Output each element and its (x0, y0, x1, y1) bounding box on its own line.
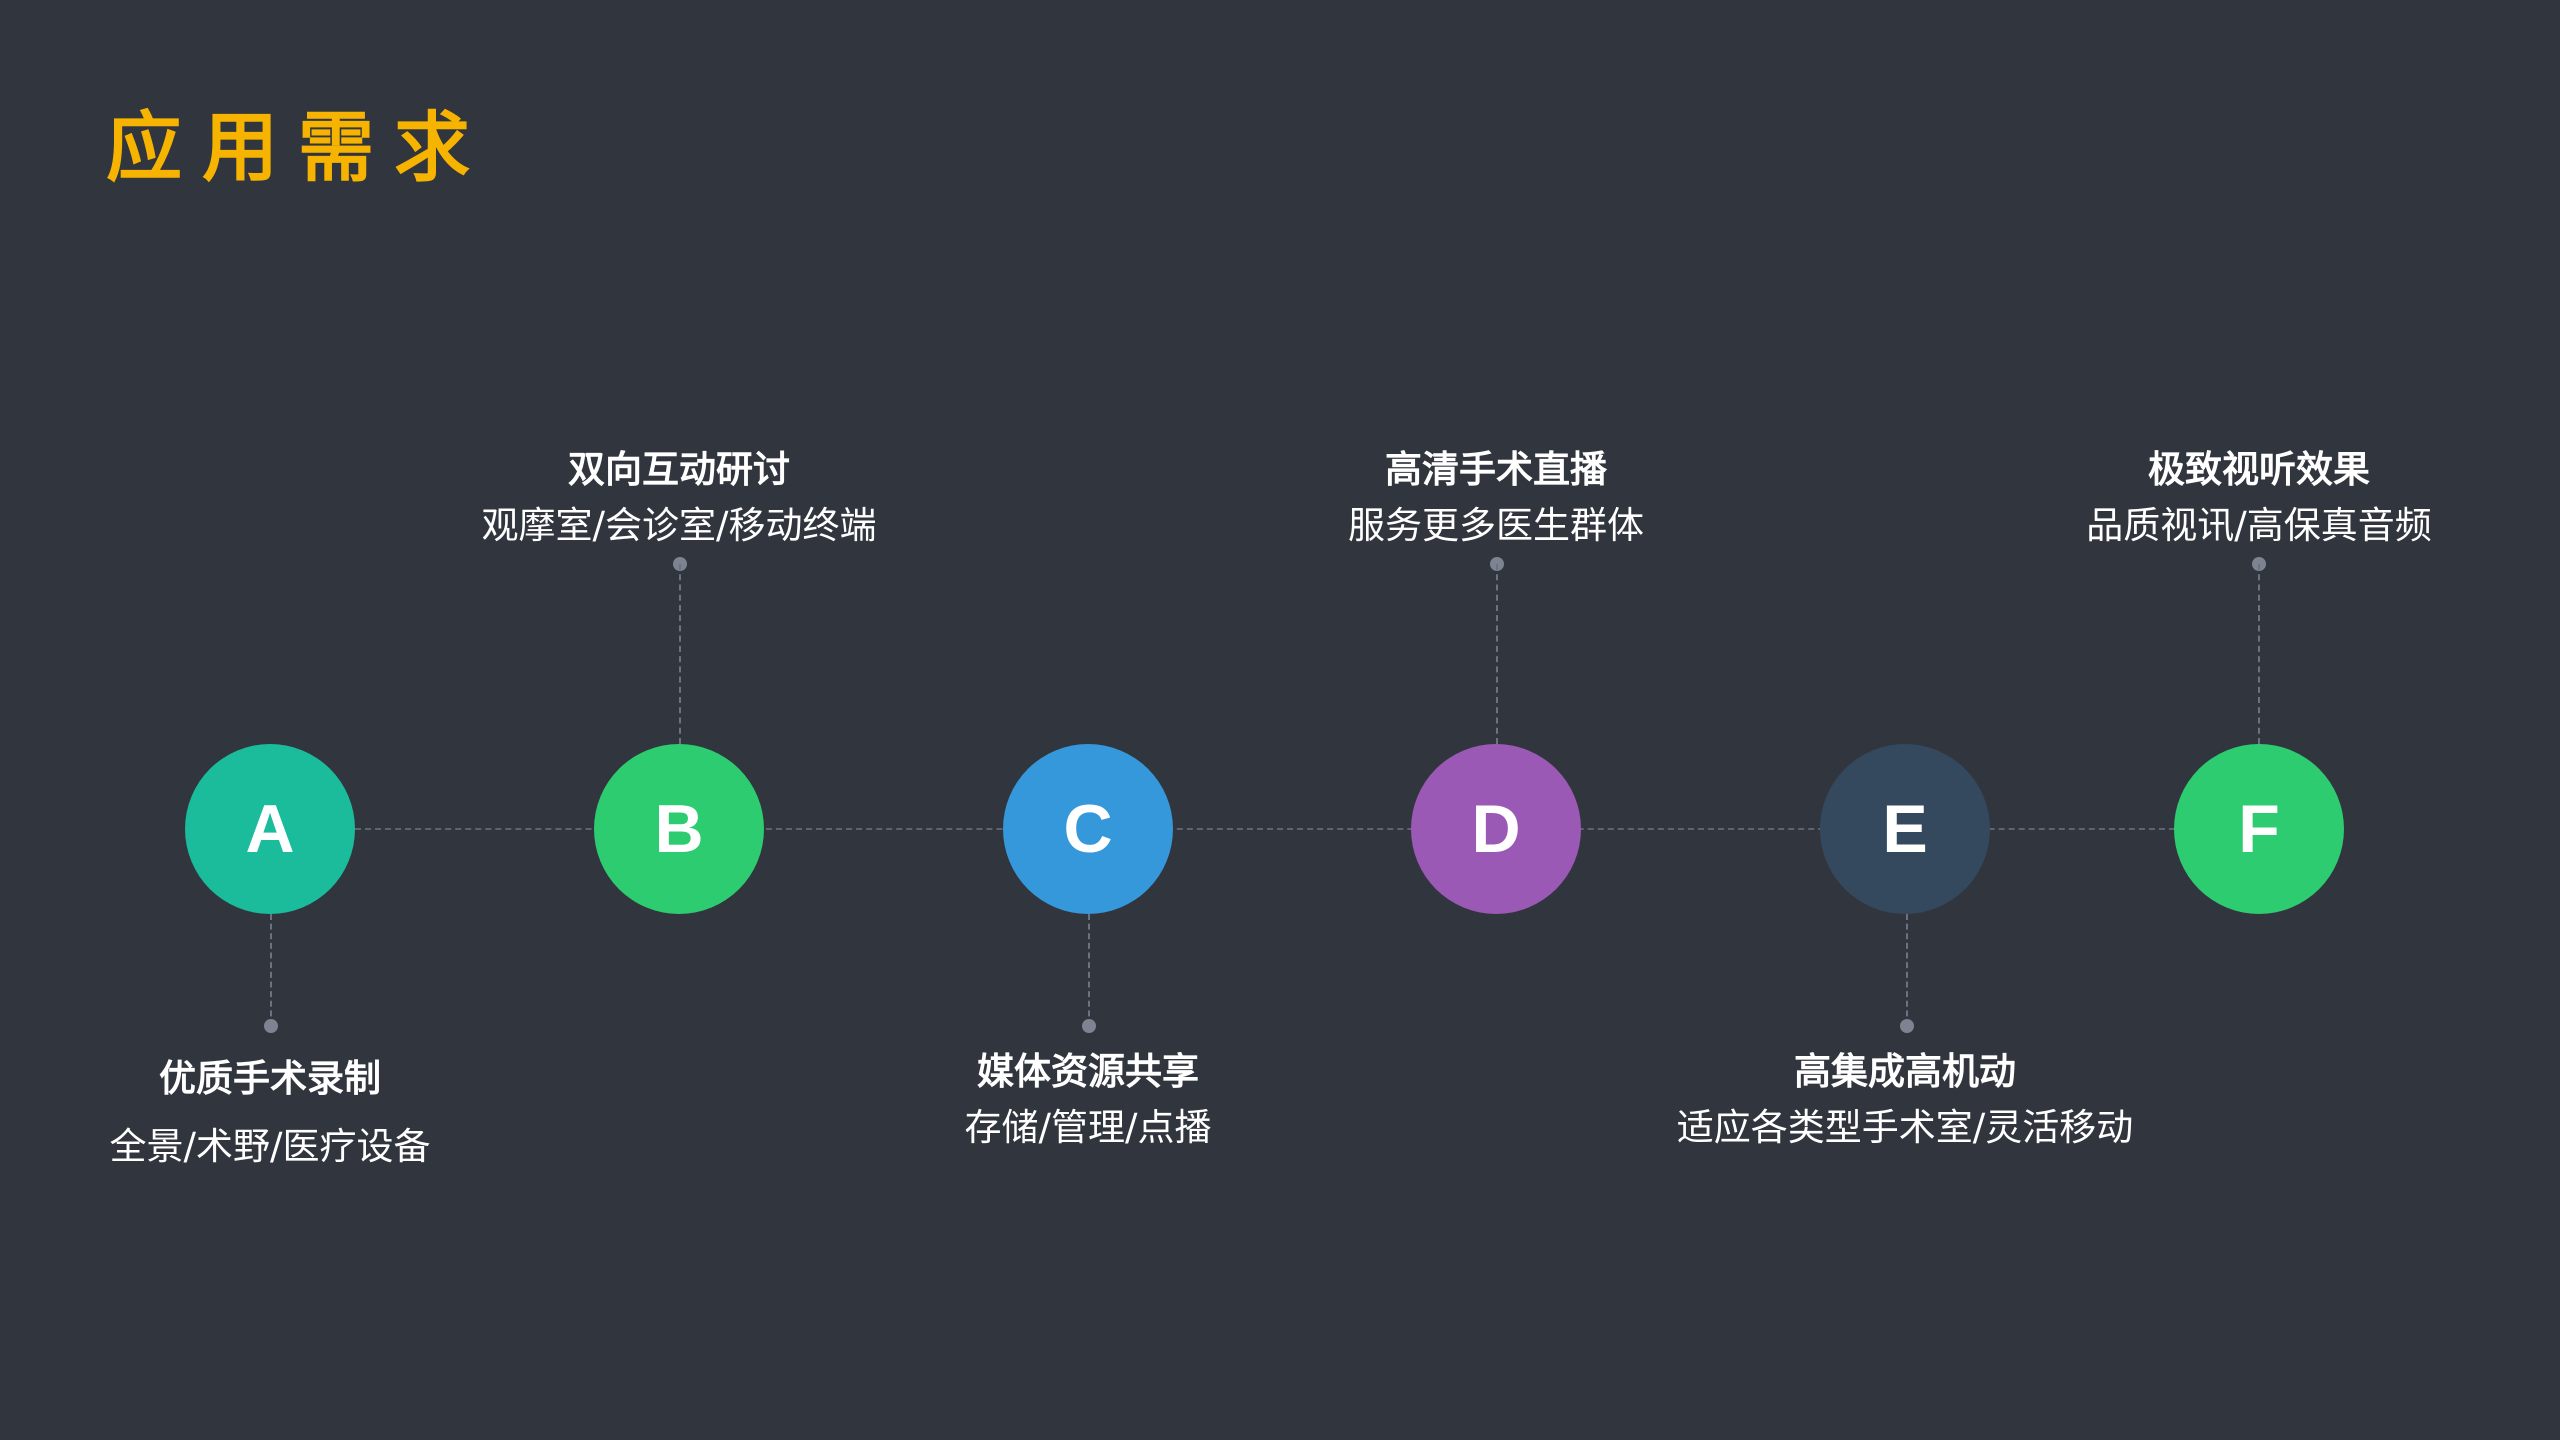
node-c: C (1003, 744, 1173, 914)
connector-c (1088, 914, 1090, 1026)
label-e-subtitle: 适应各类型手术室/灵活移动 (1676, 1106, 2134, 1150)
connector-dot-c (1082, 1019, 1096, 1033)
connector-f (2258, 564, 2260, 744)
label-f: 极致视听效果 品质视讯/高保真音频 (2034, 448, 2484, 549)
label-a-title: 优质手术录制 (159, 1057, 381, 1100)
connector-b (679, 564, 681, 744)
label-a-subtitle: 全景/术野/医疗设备 (109, 1125, 431, 1169)
connector-dot-a (264, 1019, 278, 1033)
label-c-subtitle: 存储/管理/点播 (964, 1106, 1212, 1150)
node-e: E (1820, 744, 1990, 914)
label-d-subtitle: 服务更多医生群体 (1348, 504, 1644, 548)
timeline-line (355, 828, 2175, 830)
page-title: 应用需求 (106, 103, 490, 192)
connector-dot-e (1900, 1019, 1914, 1033)
node-d: D (1411, 744, 1581, 914)
label-b-subtitle: 观摩室/会诊室/移动终端 (481, 504, 877, 548)
label-b: 双向互动研讨 观摩室/会诊室/移动终端 (429, 448, 929, 549)
connector-a (270, 914, 272, 1026)
label-e: 高集成高机动 适应各类型手术室/灵活移动 (1605, 1050, 2205, 1151)
node-a: A (185, 744, 355, 914)
node-f: F (2174, 744, 2344, 914)
label-c-title: 媒体资源共享 (977, 1050, 1199, 1093)
connector-d (1496, 564, 1498, 744)
label-f-subtitle: 品质视讯/高保真音频 (2086, 504, 2432, 548)
label-c: 媒体资源共享 存储/管理/点播 (888, 1050, 1288, 1151)
label-e-title: 高集成高机动 (1794, 1050, 2016, 1093)
label-d: 高清手术直播 服务更多医生群体 (1296, 448, 1696, 549)
node-b: B (594, 744, 764, 914)
label-a: 优质手术录制 全景/术野/医疗设备 (70, 1057, 470, 1170)
label-b-title: 双向互动研讨 (568, 448, 790, 491)
connector-e (1906, 914, 1908, 1026)
label-f-title: 极致视听效果 (2148, 448, 2370, 491)
label-d-title: 高清手术直播 (1385, 448, 1607, 491)
